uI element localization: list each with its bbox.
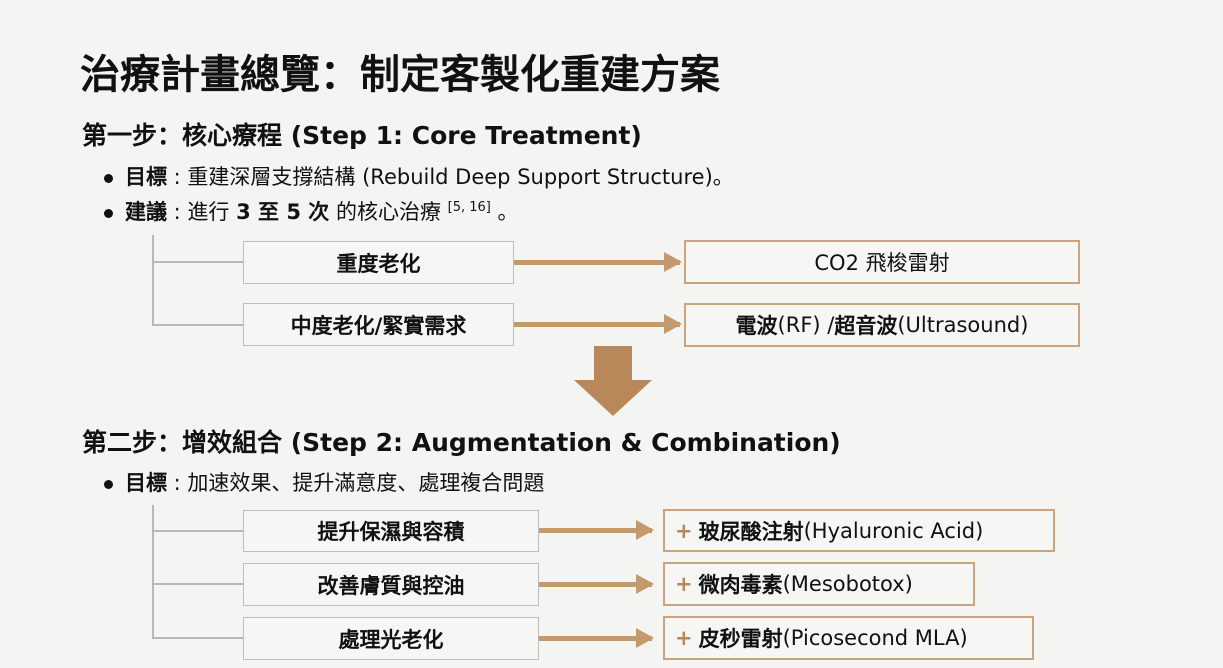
advice-text: 的核心治療 xyxy=(329,200,448,224)
bullet-icon xyxy=(104,479,113,489)
tree-connector xyxy=(152,637,243,639)
page-title: 治療計畫總覽：制定客製化重建方案 xyxy=(80,52,720,98)
advice-text: 。 xyxy=(490,200,519,224)
citation: [5, 16] xyxy=(447,200,491,215)
tree-connector xyxy=(152,583,243,585)
treatment-box: 電波 (RF) / 超音波 (Ultrasound) xyxy=(684,303,1080,347)
treatment-name: 微肉毒素 xyxy=(698,573,783,597)
treatment-box: CO2 飛梭雷射 xyxy=(684,240,1080,284)
step1-heading: 第一步：核心療程 (Step 1: Core Treatment) xyxy=(82,121,642,150)
step2-goal: 目標 : 加速效果、提升滿意度、處理複合問題 xyxy=(104,467,544,497)
treatment-text: (Hyaluronic Acid) xyxy=(803,518,984,543)
advice-count: 3 至 5 次 xyxy=(236,200,330,224)
goal-label: 目標 xyxy=(125,471,167,495)
arrow-right-icon xyxy=(539,520,654,540)
treatment-box: +微肉毒素 (Mesobotox) xyxy=(663,562,975,606)
condition-box: 處理光老化 xyxy=(243,617,539,660)
tree-connector xyxy=(152,261,243,263)
arrow-right-icon xyxy=(514,314,682,334)
treatment-text: (Mesobotox) xyxy=(782,572,913,596)
treatment-text: (RF) / xyxy=(777,313,835,337)
tree-connector xyxy=(152,324,243,326)
goal-text: : 加速效果、提升滿意度、處理複合問題 xyxy=(167,471,545,495)
advice-label: 建議 xyxy=(125,200,167,224)
treatment-name: 玻尿酸注射 xyxy=(698,519,804,544)
step1-goal: 目標 : 重建深層支撐結構 (Rebuild Deep Support Stru… xyxy=(104,161,734,191)
treatment-box: +玻尿酸注射 (Hyaluronic Acid) xyxy=(663,509,1055,552)
treatment-name: 皮秒雷射 xyxy=(698,627,783,651)
plus-icon: + xyxy=(675,626,693,650)
condition-box: 重度老化 xyxy=(243,241,514,284)
bullet-icon xyxy=(104,208,113,218)
arrow-down-icon xyxy=(574,346,652,416)
tree-connector xyxy=(152,505,154,639)
condition-box: 中度老化/緊實需求 xyxy=(243,303,514,346)
plus-icon: + xyxy=(675,518,693,543)
step2-heading: 第二步：增效組合 (Step 2: Augmentation & Combina… xyxy=(82,428,841,457)
bullet-icon xyxy=(104,173,113,183)
step1-advice: 建議 : 進行 3 至 5 次 的核心治療 [5, 16] 。 xyxy=(104,196,519,226)
tree-connector xyxy=(152,530,243,532)
treatment-text: (Picosecond MLA) xyxy=(782,626,968,650)
treatment-text: (Ultrasound) xyxy=(897,313,1029,337)
tree-connector xyxy=(152,235,154,326)
treatment-name: 電波 xyxy=(735,314,778,338)
treatment-box: +皮秒雷射 (Picosecond MLA) xyxy=(663,616,1034,660)
goal-label: 目標 xyxy=(125,165,167,189)
condition-box: 改善膚質與控油 xyxy=(243,563,539,606)
plus-icon: + xyxy=(675,572,693,596)
arrow-right-icon xyxy=(539,628,654,648)
treatment-name: 超音波 xyxy=(834,314,898,338)
condition-box: 提升保濕與容積 xyxy=(243,510,539,552)
goal-text: : 重建深層支撐結構 (Rebuild Deep Support Structu… xyxy=(167,165,734,189)
advice-text: : 進行 xyxy=(167,200,237,224)
arrow-right-icon xyxy=(539,574,654,594)
arrow-right-icon xyxy=(514,252,682,272)
treatment-text: CO2 飛梭雷射 xyxy=(814,251,950,275)
